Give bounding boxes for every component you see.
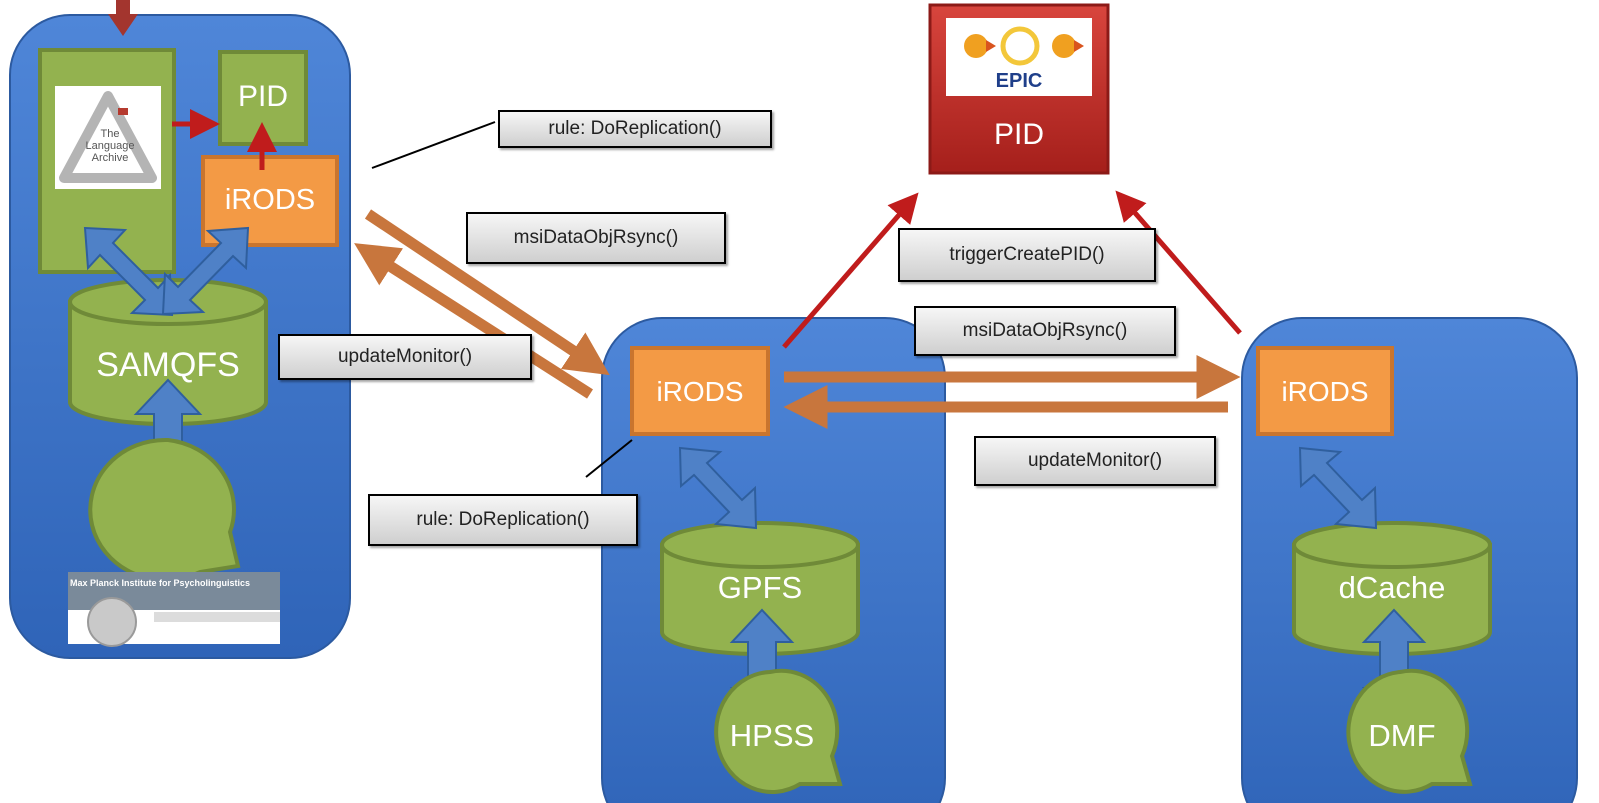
language-archive-title: The Language Archive — [85, 128, 135, 164]
epic-brand: EPIC — [995, 70, 1043, 92]
pid-label-left: PID — [237, 80, 288, 113]
dcache-label: dCache — [1338, 570, 1446, 605]
irods-label-left: iRODS — [224, 184, 316, 216]
irods-label-right: iRODS — [1281, 376, 1369, 407]
callout-rsync-right: msiDataObjRsync() — [914, 306, 1176, 356]
irods-label-middle: iRODS — [656, 376, 744, 407]
epic-pid-label: PID — [993, 118, 1044, 151]
left-pid-arrows — [172, 109, 277, 170]
gpfs-label: GPFS — [717, 570, 803, 605]
dmf-label: DMF — [1368, 718, 1436, 753]
red-arrows-to-epic — [782, 190, 1242, 349]
callout-line-bottom — [585, 439, 633, 478]
hpss-shape — [714, 668, 843, 794]
hpss-label: HPSS — [729, 718, 815, 753]
callout-update-left: updateMonitor() — [278, 334, 532, 380]
callout-rule-top: rule: DoReplication() — [498, 110, 772, 148]
samqfs-label: SAMQFS — [96, 346, 240, 384]
incoming-arrow — [108, 0, 138, 36]
dmf-shape — [1346, 668, 1473, 794]
brown-arrows-left-middle — [354, 209, 610, 399]
irods-box-middle — [630, 346, 770, 436]
mpi-logo — [68, 572, 280, 647]
callout-line-top — [371, 121, 496, 169]
irods-box-right — [1256, 346, 1394, 436]
language-archive-logo — [55, 86, 161, 189]
mpi-logo-text: Max Planck Institute for Psycholinguisti… — [70, 578, 251, 588]
left-tape-shape — [88, 437, 241, 582]
callout-update-right: updateMonitor() — [974, 436, 1216, 486]
epic-pid-box — [928, 3, 1110, 175]
callout-rule-bottom: rule: DoReplication() — [368, 494, 638, 546]
brown-arrows-middle-right — [783, 355, 1241, 429]
callout-trigger: triggerCreatePID() — [898, 228, 1156, 282]
callout-rsync-top: msiDataObjRsync() — [466, 212, 726, 264]
